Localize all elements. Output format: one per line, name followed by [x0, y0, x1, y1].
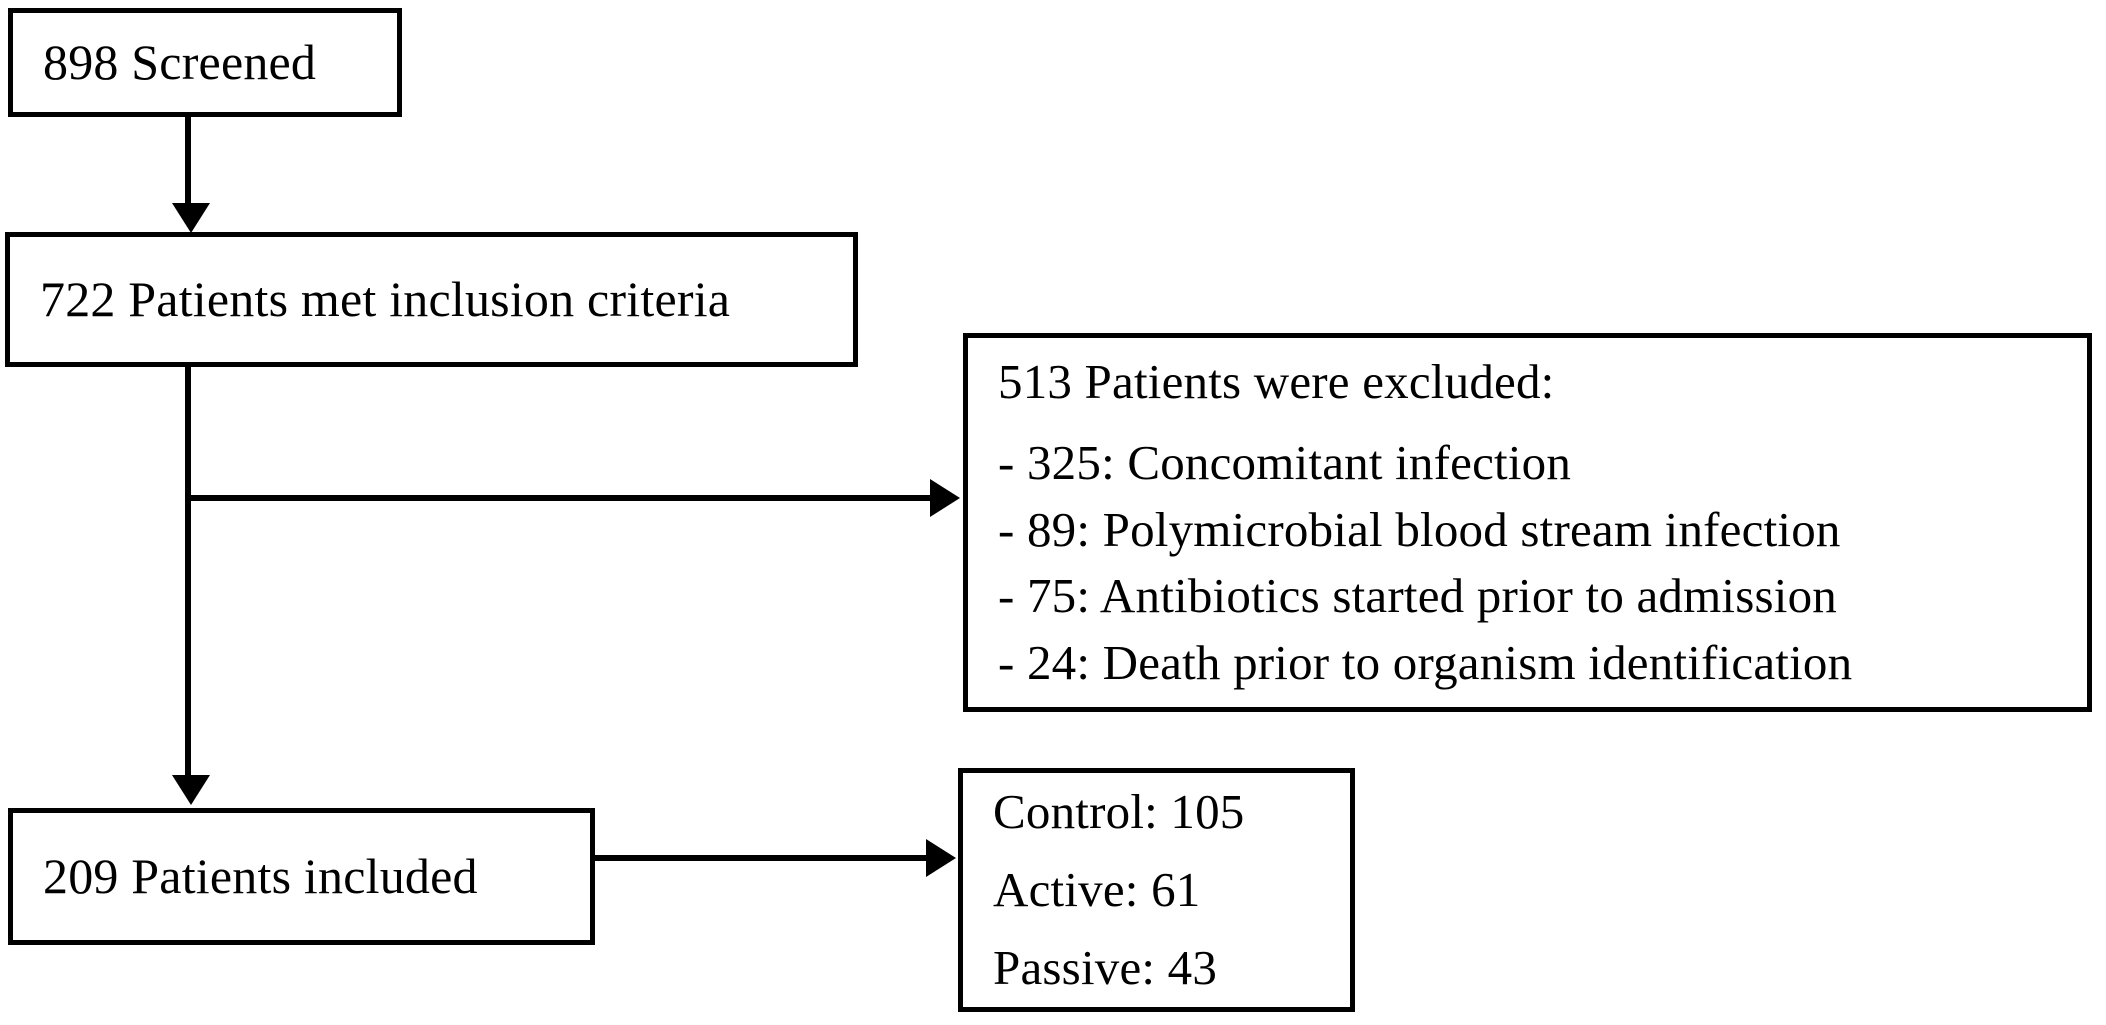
node-excluded-reason: - 75: Antibiotics started prior to admis…: [998, 568, 1838, 624]
node-included-label: 209 Patients included: [43, 848, 478, 904]
node-included: 209 Patients included: [8, 808, 595, 945]
connector-screened-to-inclusion: [185, 117, 191, 209]
node-excluded-title: 513 Patients were excluded:: [998, 353, 1555, 409]
arrow-right-icon: [930, 479, 960, 517]
arrow-right-icon: [926, 839, 956, 877]
node-excluded-reason: - 24: Death prior to organism identifica…: [998, 635, 1853, 691]
connector-inclusion-to-included: [185, 367, 191, 781]
node-study-groups-line: Active: 61: [993, 862, 1201, 918]
node-screened-label: 898 Screened: [43, 34, 317, 90]
arrow-down-icon: [172, 203, 210, 233]
arrow-down-icon: [172, 775, 210, 805]
connector-inclusion-to-excluded: [185, 495, 933, 501]
node-study-groups: Control: 105 Active: 61 Passive: 43: [958, 768, 1355, 1012]
node-study-groups-line: Passive: 43: [993, 939, 1218, 995]
node-screened: 898 Screened: [8, 8, 402, 117]
node-excluded-reason: - 325: Concomitant infection: [998, 434, 1572, 490]
node-excluded: 513 Patients were excluded: - 325: Conco…: [963, 333, 2092, 712]
node-study-groups-line: Control: 105: [993, 784, 1245, 840]
connector-included-to-groups: [595, 855, 928, 861]
node-inclusion-criteria-label: 722 Patients met inclusion criteria: [40, 271, 731, 327]
node-excluded-reason: - 89: Polymicrobial blood stream infecti…: [998, 501, 1841, 557]
node-inclusion-criteria: 722 Patients met inclusion criteria: [5, 232, 858, 367]
